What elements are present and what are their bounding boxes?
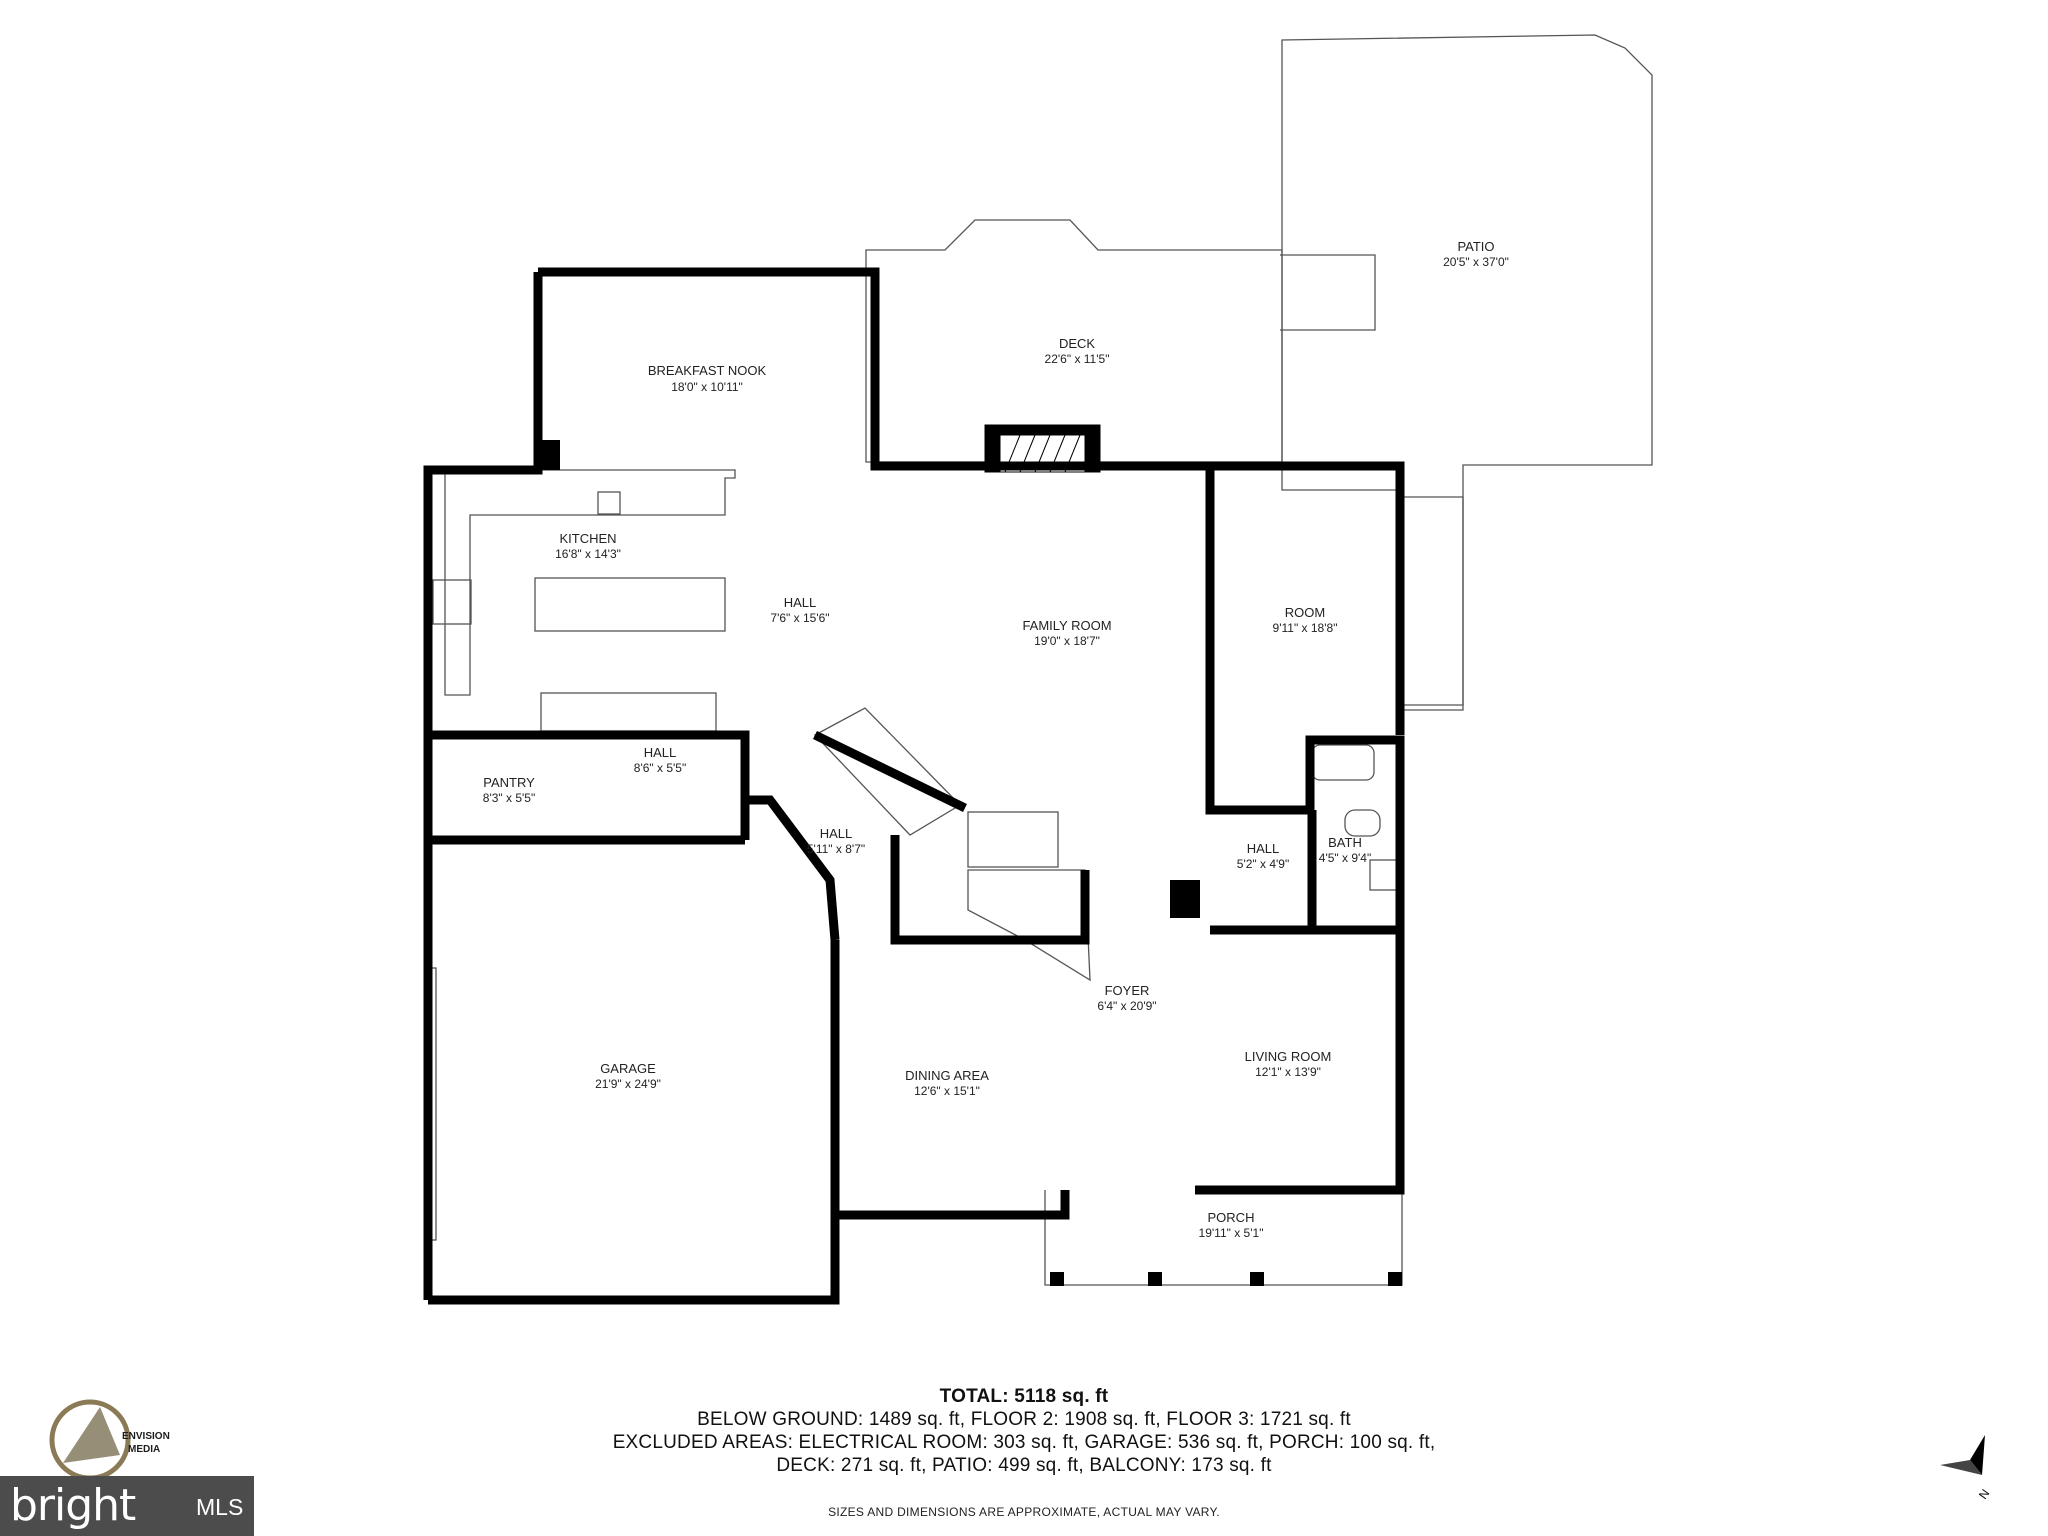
wall-north-nook xyxy=(538,267,1215,735)
room-label: PATIO xyxy=(1457,239,1494,254)
room-dims: 22'6" x 11'5" xyxy=(1045,352,1110,366)
room-label: GARAGE xyxy=(600,1061,656,1076)
wall-bath xyxy=(1205,735,1405,930)
north-label: N xyxy=(1976,1487,1992,1502)
room-dims: 8'3" x 5'5" xyxy=(483,791,535,805)
room-label: HALL xyxy=(784,595,817,610)
room-stairs xyxy=(1400,496,1464,711)
room-dims: 7'6" x 15'6" xyxy=(770,611,829,625)
porch-posts xyxy=(1050,1272,1402,1286)
wall-nook-west xyxy=(423,272,543,1300)
room-dims: 6'4" x 20'9" xyxy=(1097,999,1156,1013)
kitchen-sink xyxy=(597,491,621,515)
wall-stair-east xyxy=(813,730,967,813)
area-line-3: DECK: 271 sq. ft, PATIO: 499 sq. ft, BAL… xyxy=(776,1455,1272,1476)
room-dims: 12'1" x 13'9" xyxy=(1255,1065,1321,1079)
patio-outline xyxy=(1281,34,1653,706)
room-label: PORCH xyxy=(1208,1210,1255,1225)
kitchen-counter xyxy=(444,469,736,696)
wall-dining-south xyxy=(835,1190,1070,1220)
mls-wordmark: MLS xyxy=(196,1494,244,1520)
room-dims: 5'2" x 4'9" xyxy=(1237,857,1289,871)
media-text: MEDIA xyxy=(128,1444,161,1455)
wall-room-north xyxy=(1210,461,1405,735)
stairs-lower xyxy=(967,811,1059,868)
room-label: KITCHEN xyxy=(559,531,616,546)
room-dims: 9'11" x 18'8" xyxy=(1273,621,1338,635)
room-dims: 16'8" x 14'3" xyxy=(555,547,621,561)
wall-kitchen-south xyxy=(428,730,750,840)
room-label: HALL xyxy=(1247,841,1280,856)
room-label: FOYER xyxy=(1105,983,1150,998)
stairs-curve xyxy=(967,869,1091,982)
range xyxy=(432,579,472,625)
wall-garage xyxy=(428,940,840,1305)
room-label: FAMILY ROOM xyxy=(1022,618,1111,633)
wall-living xyxy=(1195,925,1405,1195)
room-dims: 19'0" x 18'7" xyxy=(1034,634,1100,648)
deck-stairs xyxy=(1280,254,1376,331)
porch-outline xyxy=(1044,1190,1403,1286)
room-label: BATH xyxy=(1328,835,1362,850)
wall-hall-angled xyxy=(745,795,840,941)
area-summary: TOTAL: 5118 sq. ft BELOW GROUND: 1489 sq… xyxy=(0,1385,2048,1477)
north-arrow-icon: N xyxy=(1930,1425,2010,1515)
room-dims: 21'9" x 24'9" xyxy=(595,1077,661,1091)
bright-wordmark: bright xyxy=(10,1480,136,1531)
toilet xyxy=(1344,809,1381,837)
chimney xyxy=(535,440,560,470)
kitchen-counter-lower xyxy=(540,692,717,732)
room-label: LIVING ROOM xyxy=(1245,1049,1332,1064)
kitchen-island xyxy=(534,577,726,632)
disclaimer: SIZES AND DIMENSIONS ARE APPROXIMATE, AC… xyxy=(828,1505,1220,1519)
wall-stair-core xyxy=(890,835,1090,945)
envision-text: ENVISION xyxy=(122,1431,170,1442)
bright-mls-badge: bright MLS xyxy=(0,1476,254,1536)
area-line-1: BELOW GROUND: 1489 sq. ft, FLOOR 2: 1908… xyxy=(697,1409,1351,1430)
room-dims: 8'6" x 5'5" xyxy=(634,761,686,775)
bathtub xyxy=(1311,744,1375,781)
room-label: BREAKFAST NOOK xyxy=(648,363,767,378)
room-dims: 20'5" x 37'0" xyxy=(1443,255,1509,269)
room-dims: 5'11" x 8'7" xyxy=(807,842,865,856)
room-dims: 4'5" x 9'4" xyxy=(1319,851,1371,865)
room-label: HALL xyxy=(644,745,677,760)
room-dims: 19'11" x 5'1" xyxy=(1199,1226,1264,1240)
room-label: DINING AREA xyxy=(905,1068,989,1083)
room-label: HALL xyxy=(820,826,853,841)
floor-plan: BREAKFAST NOOK 18'0" x 10'11" DECK 22'6"… xyxy=(423,34,1653,1305)
room-label: PANTRY xyxy=(483,775,535,790)
room-label: DECK xyxy=(1059,336,1095,351)
area-line-2: EXCLUDED AREAS: ELECTRICAL ROOM: 303 sq.… xyxy=(612,1432,1436,1453)
room-labels: BREAKFAST NOOK 18'0" x 10'11" DECK 22'6"… xyxy=(483,239,1509,1240)
room-dims: 18'0" x 10'11" xyxy=(671,380,743,394)
room-dims: 12'6" x 15'1" xyxy=(914,1084,980,1098)
room-label: ROOM xyxy=(1285,605,1325,620)
column xyxy=(1170,880,1200,918)
total-area: TOTAL: 5118 sq. ft xyxy=(939,1386,1109,1407)
